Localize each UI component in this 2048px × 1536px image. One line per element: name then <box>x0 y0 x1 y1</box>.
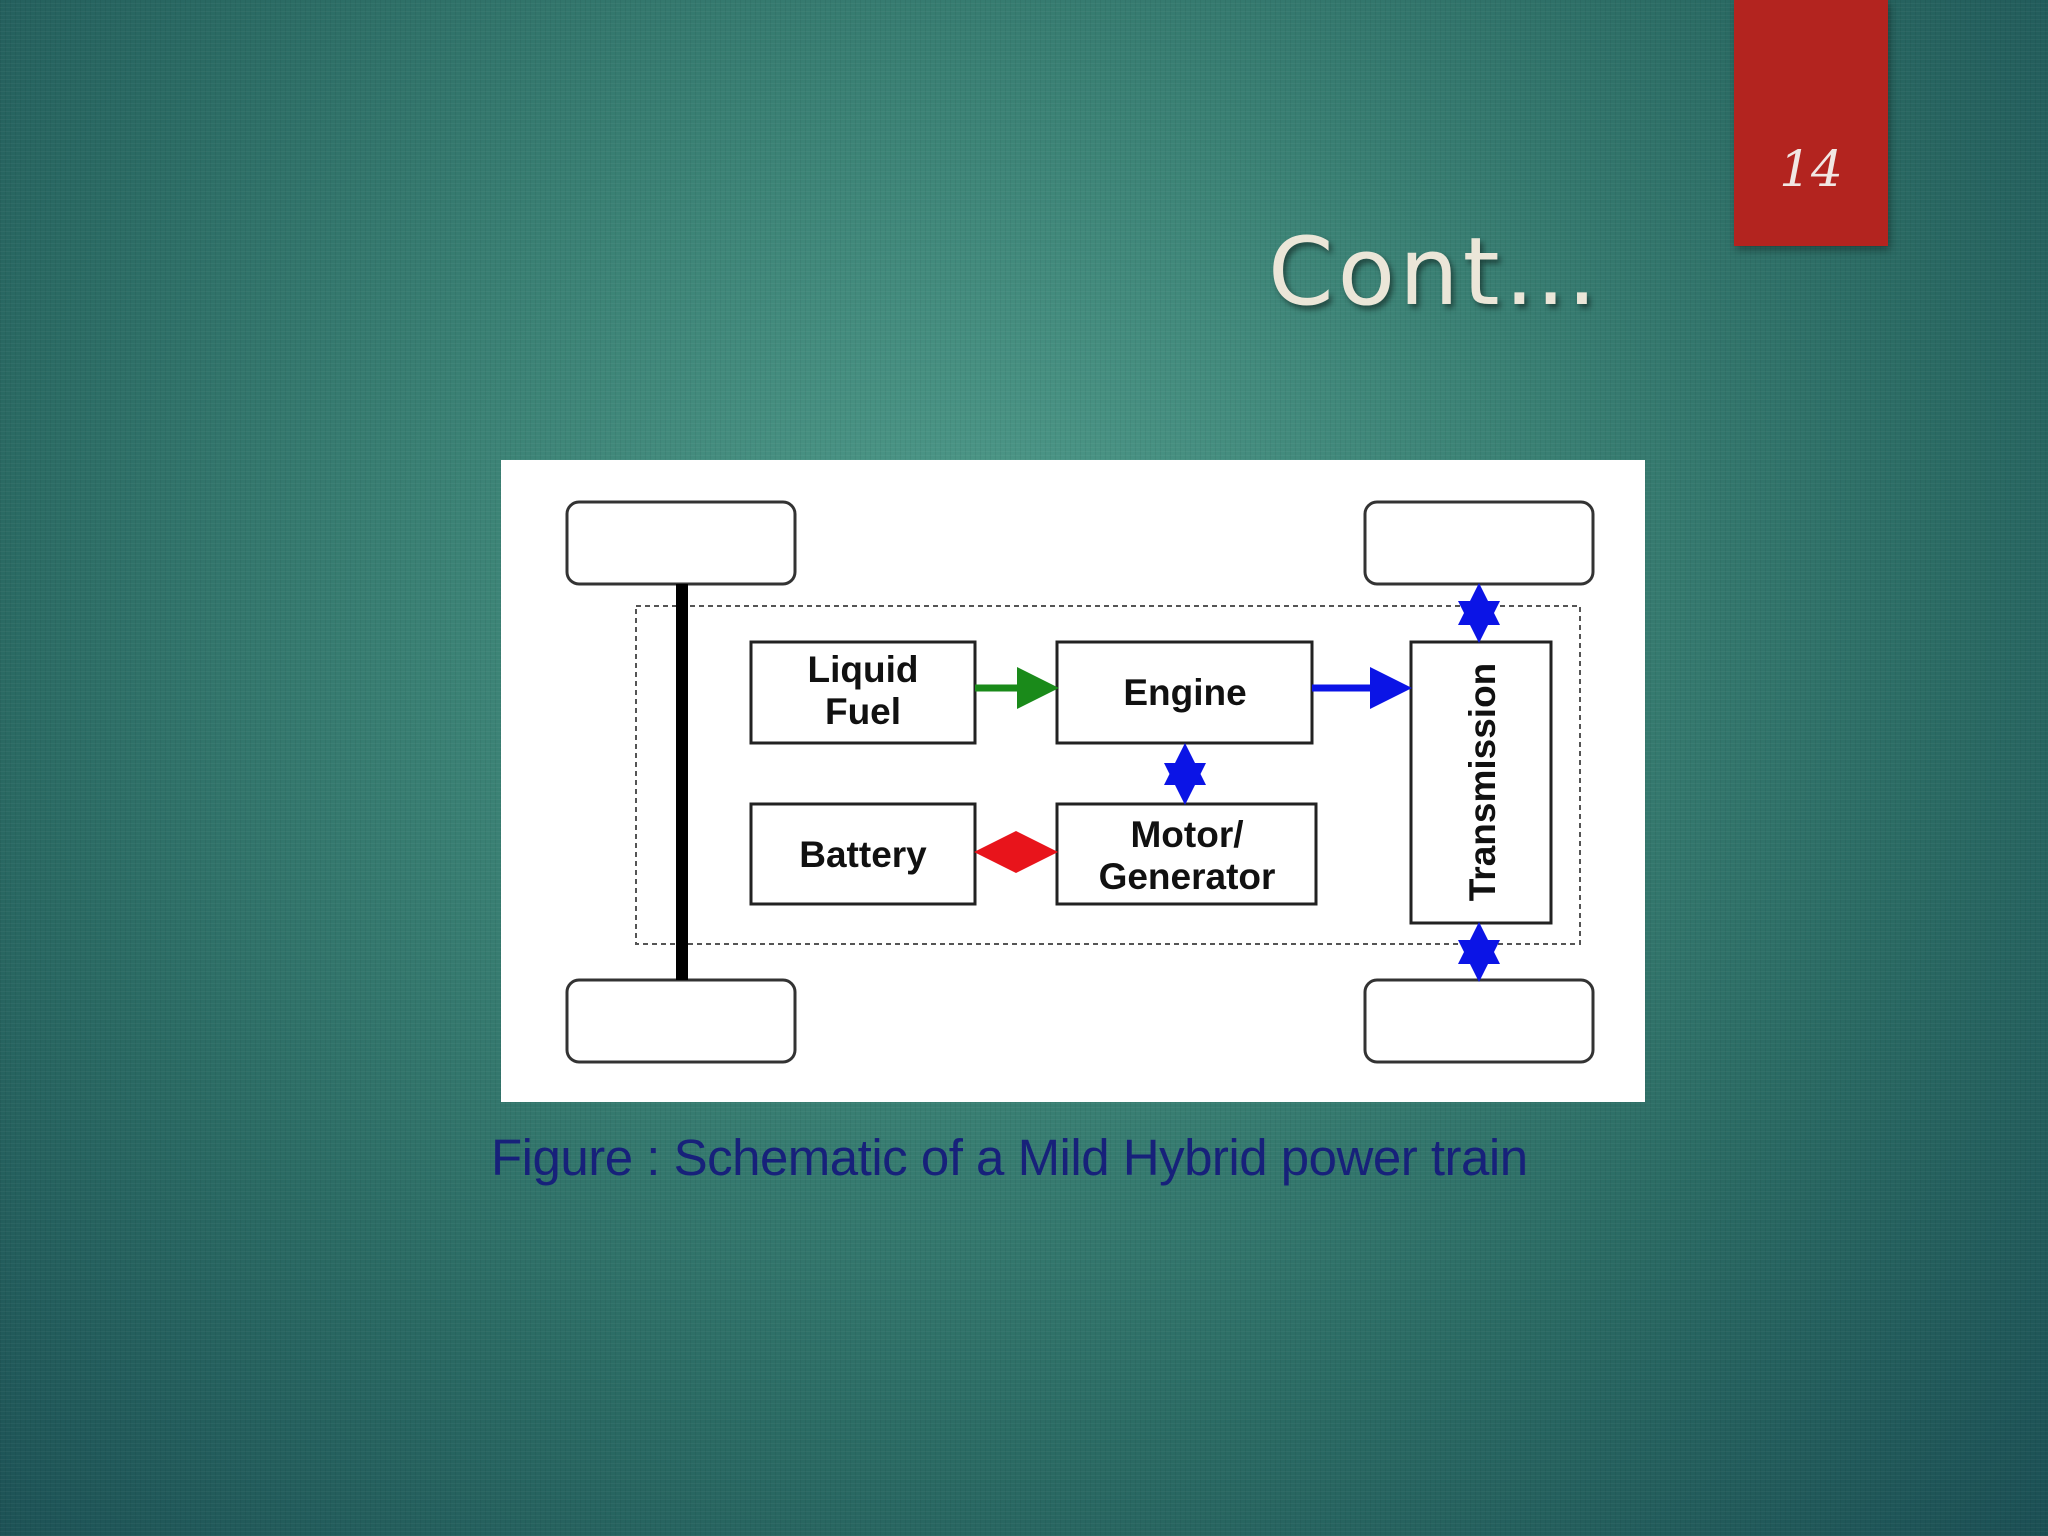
motor-generator-label-line2: Generator <box>1099 856 1276 897</box>
engine-label: Engine <box>1123 672 1246 713</box>
figure-caption: Figure : Schematic of a Mild Hybrid powe… <box>491 1129 1528 1186</box>
transmission-label: Transmission <box>1462 663 1503 902</box>
liquid-fuel-block <box>749 640 977 745</box>
front-right-wheel <box>1363 500 1595 586</box>
schematic-svg: Liquid Fuel Engine Battery Motor/ Genera… <box>565 500 1595 1064</box>
vehicle-boundary <box>635 605 1581 945</box>
page-number: 14 <box>1779 140 1843 198</box>
rear-right-wheel <box>1363 978 1595 1064</box>
front-left-wheel <box>565 500 797 586</box>
battery-label: Battery <box>799 834 927 875</box>
battery-block <box>749 802 977 906</box>
liquid-fuel-label-line1: Liquid <box>808 649 919 690</box>
liquid-fuel-label-line2: Fuel <box>825 691 901 732</box>
page-number-badge <box>1734 0 1888 246</box>
motor-generator-label-line1: Motor/ <box>1130 814 1243 855</box>
slide-title: Cont… <box>1268 218 1602 327</box>
rear-left-wheel <box>565 978 797 1064</box>
engine-block <box>1055 640 1314 745</box>
powertrain-schematic: Liquid Fuel Engine Battery Motor/ Genera… <box>501 460 1645 1102</box>
